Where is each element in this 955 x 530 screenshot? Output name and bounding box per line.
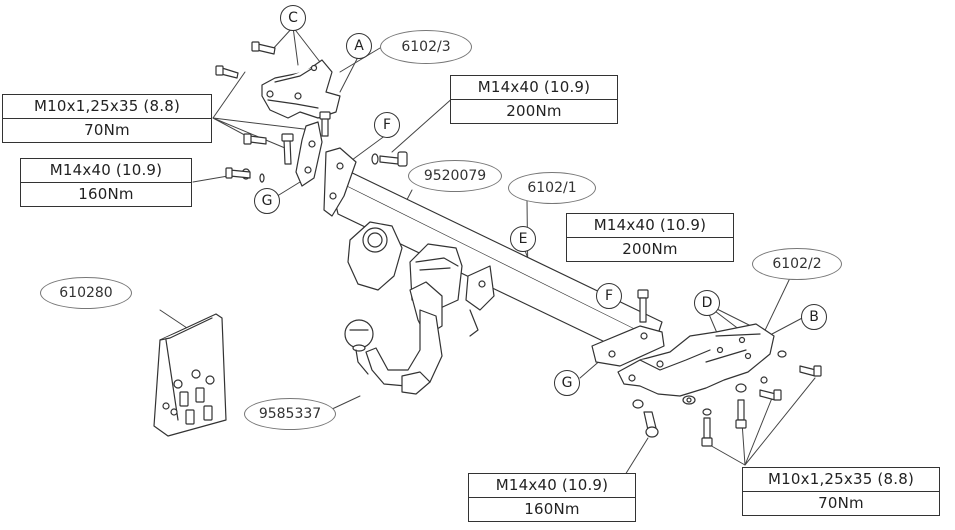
callout-f-right: F [596,283,622,309]
callout-e: E [510,226,536,252]
spec-size: M14x40 (10.9) [567,214,733,238]
spec-size: M10x1,25x35 (8.8) [3,95,211,119]
bolt-top-center [371,151,408,167]
spec-torque: 70Nm [84,121,130,139]
spec-torque: 70Nm [818,494,864,512]
callout-g-right: G [554,370,580,396]
spec-box-bottom-right: M10x1,25x35 (8.8) 70Nm [742,467,940,516]
spec-box-left: M14x40 (10.9) 160Nm [20,158,192,207]
spec-size: M14x40 (10.9) [21,159,191,183]
bolts-right [632,289,822,447]
callout-d: D [694,290,720,316]
bolts-top-left [215,41,331,183]
spec-torque: 160Nm [78,185,134,203]
callout-g-left: G [254,188,280,214]
callout-b: B [801,304,827,330]
socket-and-ball-assembly [344,221,495,395]
right-mounting-bracket [617,323,775,397]
spec-size: M14x40 (10.9) [469,474,635,498]
callout-f-top: F [374,112,400,138]
left-mounting-bracket [261,59,341,187]
spec-torque: 160Nm [524,500,580,518]
callout-c: C [280,5,306,31]
part-number-socket: 9520079 [408,160,502,192]
spec-size: M10x1,25x35 (8.8) [743,468,939,492]
spec-torque: 200Nm [506,102,562,120]
part-number-electrical-kit: 610280 [40,277,132,309]
spec-box-bottom-center: M14x40 (10.9) 160Nm [468,473,636,522]
part-number-ball: 9585337 [244,398,336,430]
spec-torque: 200Nm [622,240,678,258]
spec-size: M14x40 (10.9) [451,76,617,100]
part-number-left-bracket: 6102/3 [380,30,472,64]
spec-box-right-upper: M14x40 (10.9) 200Nm [566,213,734,262]
part-number-right-bracket: 6102/2 [752,248,842,280]
electrical-kit [153,313,227,437]
spec-box-top-left: M10x1,25x35 (8.8) 70Nm [2,94,212,143]
spec-box-top-center: M14x40 (10.9) 200Nm [450,75,618,124]
part-number-crossbar: 6102/1 [508,172,596,204]
callout-a: A [346,33,372,59]
